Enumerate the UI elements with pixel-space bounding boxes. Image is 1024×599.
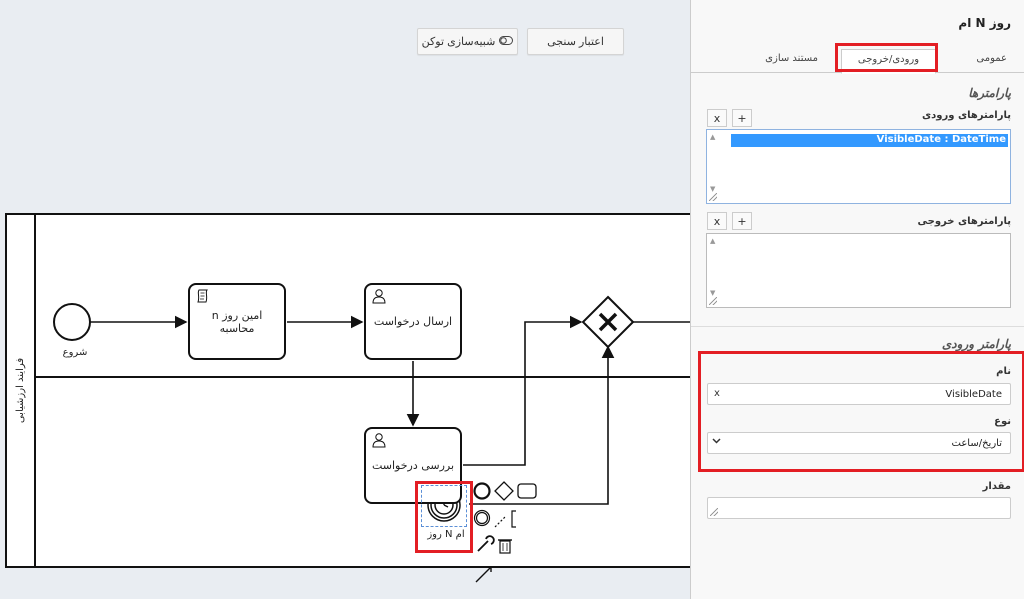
scroll-up-icon[interactable]: ▲ <box>710 237 716 245</box>
validate-button[interactable]: اعتبار سنجی <box>527 28 624 55</box>
add-input-parameter-button[interactable]: + <box>732 109 752 127</box>
list-item[interactable]: VisibleDate : DateTime <box>731 134 1008 147</box>
highlight-input-parameter-box <box>698 351 1024 472</box>
user-icon <box>371 432 387 448</box>
chevron-down-icon <box>712 437 721 447</box>
highlight-timer-box <box>415 481 473 553</box>
type-label: نوع <box>994 416 1011 427</box>
timer-event-label: ام N روز <box>427 529 465 540</box>
tab-general[interactable]: عمومی <box>976 53 1007 64</box>
resize-grip-icon[interactable] <box>709 193 717 201</box>
list-scrollbar[interactable]: ▲ ▼ <box>707 234 721 307</box>
toggle-icon <box>499 35 514 48</box>
highlight-io-tab <box>835 43 938 72</box>
input-parameters-list[interactable]: ▲ ▼ VisibleDate : DateTime <box>706 129 1011 204</box>
resize-grip-icon[interactable] <box>709 297 717 305</box>
diagram-canvas[interactable]: اعتبار سنجی شبیه‌سازی توکن فرایند ارزشیا… <box>0 0 690 599</box>
token-simulation-button[interactable]: شبیه‌سازی توکن <box>417 28 518 55</box>
resize-grip-icon[interactable] <box>710 508 718 516</box>
user-icon <box>371 288 387 304</box>
clear-icon[interactable]: x <box>714 388 720 399</box>
name-value: VisibleDate <box>945 388 1002 400</box>
validate-button-label: اعتبار سنجی <box>547 36 604 48</box>
remove-input-parameter-button[interactable]: x <box>707 109 727 127</box>
task-review-label: بررسی درخواست <box>371 459 455 472</box>
value-label: مقدار <box>982 481 1011 492</box>
name-label: نام <box>996 366 1011 377</box>
lane-divider <box>35 376 690 378</box>
timer-selection-outline[interactable] <box>421 485 467 527</box>
scroll-down-icon[interactable]: ▼ <box>710 289 716 297</box>
pool-label-strip <box>5 213 36 568</box>
value-field[interactable] <box>707 497 1011 519</box>
scroll-up-icon[interactable]: ▲ <box>710 133 716 141</box>
token-simulation-label: شبیه‌سازی توکن <box>421 36 496 48</box>
panel-divider <box>691 326 1024 327</box>
task-calc-label: امین روز n محاسبه <box>211 308 263 335</box>
remove-output-parameter-button[interactable]: x <box>707 212 727 230</box>
script-icon <box>195 288 211 304</box>
properties-panel: روز N ام عمومی ورودی/خروجی مستند سازی پا… <box>690 0 1024 599</box>
pool-label: فرایند ارزشیابی <box>15 357 27 423</box>
parameters-section-title: پارامترها <box>968 86 1011 100</box>
output-parameters-label: پارامترهای خروجی <box>917 216 1012 227</box>
panel-title: روز N ام <box>958 16 1011 30</box>
type-value: تاریخ/ساعت <box>951 437 1002 449</box>
input-parameters-label: پارامترهای ورودی <box>921 110 1011 121</box>
start-event-label: شروع <box>62 347 88 358</box>
input-parameter-section-title: پارامتر ورودی <box>941 337 1011 351</box>
name-field[interactable]: VisibleDate x <box>707 383 1011 405</box>
scroll-down-icon[interactable]: ▼ <box>710 185 716 193</box>
add-output-parameter-button[interactable]: + <box>732 212 752 230</box>
task-send-request[interactable]: ارسال درخواست <box>364 283 462 360</box>
task-send-label: ارسال درخواست <box>373 315 453 328</box>
task-calculate-nth-day[interactable]: امین روز n محاسبه <box>188 283 286 360</box>
task-review-request[interactable]: بررسی درخواست <box>364 427 462 504</box>
connect-tool-icon <box>475 566 492 583</box>
tab-documentation[interactable]: مستند سازی <box>765 53 818 64</box>
type-select[interactable]: تاریخ/ساعت <box>707 432 1011 454</box>
output-parameters-list[interactable]: ▲ ▼ <box>706 233 1011 308</box>
pool[interactable] <box>5 213 690 568</box>
list-scrollbar[interactable]: ▲ ▼ <box>707 130 721 203</box>
